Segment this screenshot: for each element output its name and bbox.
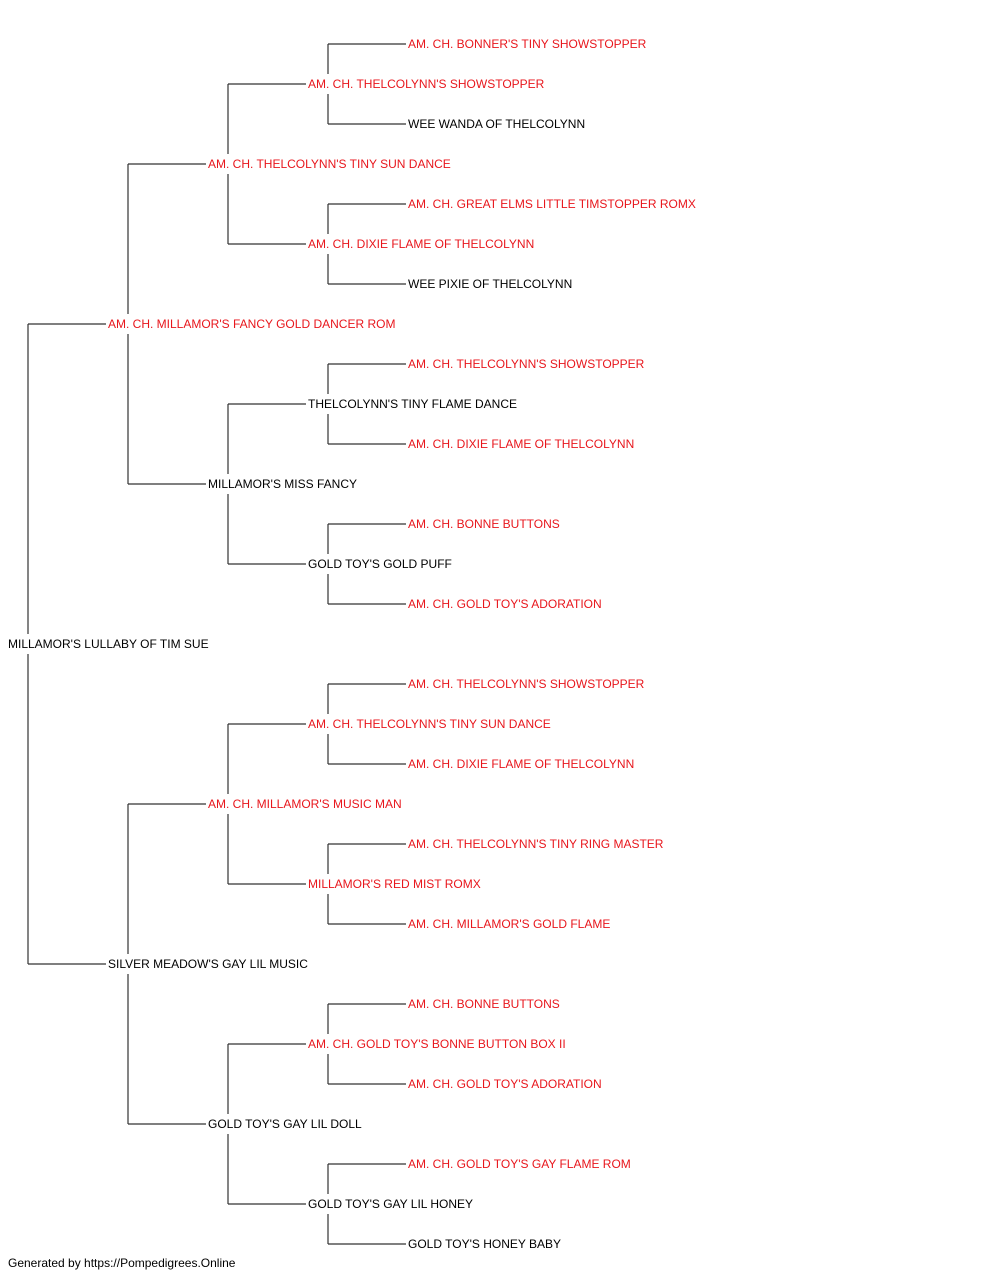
ancestor-name-gen4: AM. CH. GOLD TOY'S ADORATION (408, 597, 602, 611)
ancestor-name-gen1: SILVER MEADOW'S GAY LIL MUSIC (108, 957, 308, 971)
ancestor-name-gen4: AM. CH. THELCOLYNN'S TINY RING MASTER (408, 837, 664, 851)
connector-lines (27, 43, 406, 1245)
ancestor-name-gen2: GOLD TOY'S GAY LIL DOLL (208, 1117, 362, 1131)
ancestor-name-gen4: AM. CH. DIXIE FLAME OF THELCOLYNN (408, 757, 634, 771)
ancestor-name-gen4: AM. CH. BONNE BUTTONS (408, 517, 560, 531)
ancestor-name-gen4: AM. CH. BONNER'S TINY SHOWSTOPPER (408, 37, 647, 51)
ancestor-name-gen3: AM. CH. DIXIE FLAME OF THELCOLYNN (308, 237, 534, 251)
ancestor-name-gen2: AM. CH. THELCOLYNN'S TINY SUN DANCE (208, 157, 451, 171)
ancestor-name-gen4: AM. CH. GREAT ELMS LITTLE TIMSTOPPER ROM… (408, 197, 696, 211)
ancestor-name-gen4: AM. CH. GOLD TOY'S GAY FLAME ROM (408, 1157, 631, 1171)
ancestor-name-gen4: AM. CH. THELCOLYNN'S SHOWSTOPPER (408, 357, 645, 371)
ancestor-name-gen4: AM. CH. GOLD TOY'S ADORATION (408, 1077, 602, 1091)
ancestor-name-gen2: AM. CH. MILLAMOR'S MUSIC MAN (208, 797, 402, 811)
ancestor-name-gen0: MILLAMOR'S LULLABY OF TIM SUE (8, 637, 209, 651)
ancestor-name-gen3: AM. CH. THELCOLYNN'S TINY SUN DANCE (308, 717, 551, 731)
ancestor-name-gen3: MILLAMOR'S RED MIST ROMX (308, 877, 481, 891)
ancestor-name-gen4: AM. CH. DIXIE FLAME OF THELCOLYNN (408, 437, 634, 451)
ancestor-name-gen3: GOLD TOY'S GAY LIL HONEY (308, 1197, 473, 1211)
ancestor-name-gen3: THELCOLYNN'S TINY FLAME DANCE (308, 397, 517, 411)
ancestor-name-gen4: WEE PIXIE OF THELCOLYNN (408, 277, 572, 291)
ancestor-name-gen3: GOLD TOY'S GOLD PUFF (308, 557, 452, 571)
ancestor-name-gen1: AM. CH. MILLAMOR'S FANCY GOLD DANCER ROM (108, 317, 395, 331)
ancestor-name-gen2: MILLAMOR'S MISS FANCY (208, 477, 357, 491)
ancestor-name-gen3: AM. CH. GOLD TOY'S BONNE BUTTON BOX II (308, 1037, 566, 1051)
pedigree-tree: MILLAMOR'S LULLABY OF TIM SUE AM. CH. MIL… (8, 37, 696, 1250)
generator-credit: Generated by https://Pompedigrees.Online (8, 1256, 236, 1270)
ancestor-name-gen3: AM. CH. THELCOLYNN'S SHOWSTOPPER (308, 77, 545, 91)
ancestor-name-gen4: GOLD TOY'S HONEY BABY (408, 1237, 561, 1250)
ancestor-name-gen4: WEE WANDA OF THELCOLYNN (408, 117, 585, 131)
ancestor-name-gen4: AM. CH. MILLAMOR'S GOLD FLAME (408, 917, 610, 931)
ancestor-labels: MILLAMOR'S LULLABY OF TIM SUE AM. CH. MIL… (8, 37, 696, 1250)
ancestor-name-gen4: AM. CH. THELCOLYNN'S SHOWSTOPPER (408, 677, 645, 691)
ancestor-name-gen4: AM. CH. BONNE BUTTONS (408, 997, 560, 1011)
